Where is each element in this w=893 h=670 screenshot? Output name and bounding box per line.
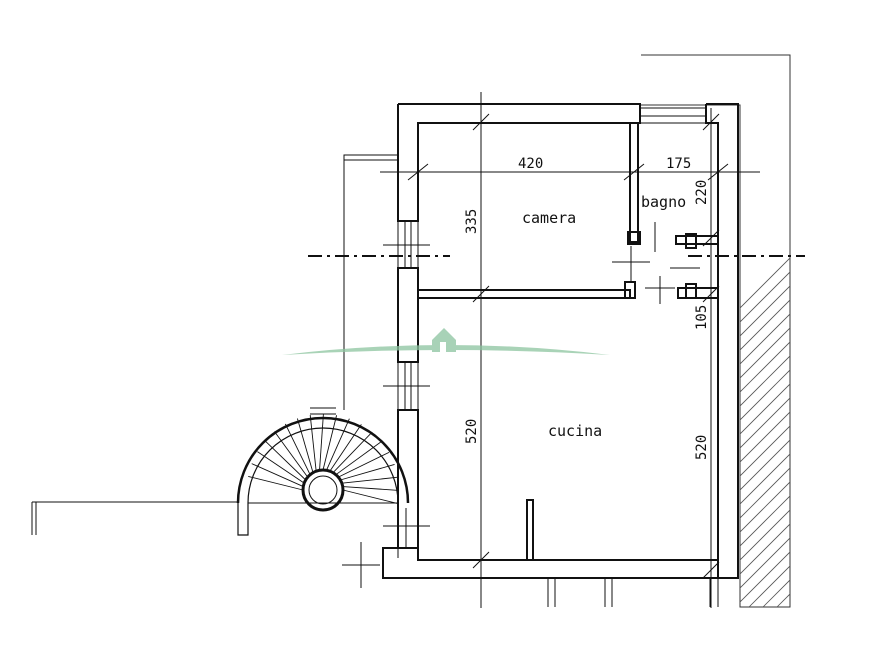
hatched-party-wall: [641, 54, 791, 608]
watermark-logo: [282, 328, 610, 355]
room-label-camera: camera: [522, 209, 576, 227]
dimension-camera-width: 420: [518, 156, 543, 172]
dimension-bagno-depth: 220: [694, 180, 710, 205]
dimension-camera-depth: 335: [464, 209, 480, 234]
room-label-cucina: cucina: [548, 422, 602, 440]
structure-lines: [547, 578, 719, 607]
spiral-staircase: [236, 407, 410, 536]
dimension-cucina-depth-right: 520: [694, 435, 710, 460]
dimension-cucina-depth-left: 520: [464, 419, 480, 444]
dimension-passage: 105: [694, 305, 710, 330]
dimension-lines: [342, 92, 760, 608]
balcony-outline: [31, 154, 398, 535]
dimension-bagno-width: 175: [666, 156, 691, 172]
room-label-bagno: bagno: [641, 193, 686, 211]
interior-partitions: [418, 122, 719, 561]
